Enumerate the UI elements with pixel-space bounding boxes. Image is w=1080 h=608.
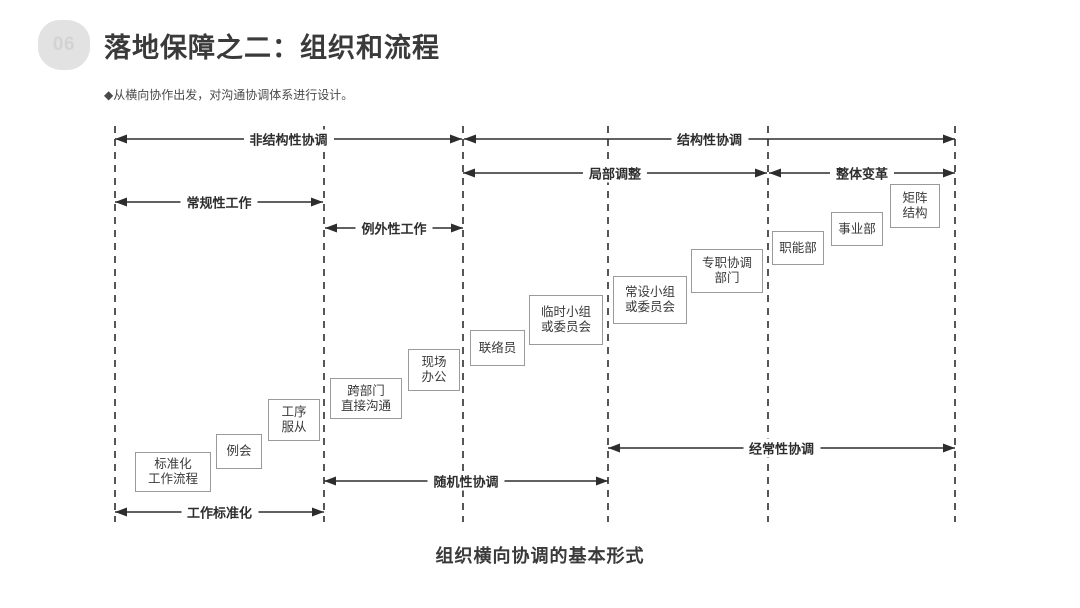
range-label: 例外性工作	[355, 218, 433, 238]
range-label: 随机性协调	[427, 471, 505, 491]
node-box: 例会	[216, 434, 262, 469]
range-label: 整体变革	[829, 163, 895, 183]
range-label: 常规性工作	[180, 192, 258, 212]
node-box: 常设小组 或委员会	[613, 276, 687, 324]
slide-number-text: 06	[52, 34, 76, 55]
range-label: 经常性协调	[742, 438, 821, 458]
node-box: 专职协调 部门	[691, 249, 763, 293]
node-box: 现场 办公	[408, 349, 460, 391]
node-box: 联络员	[470, 330, 525, 366]
node-box: 跨部门 直接沟通	[330, 378, 402, 419]
node-box: 职能部	[772, 231, 824, 265]
range-label: 结构性协调	[670, 129, 749, 149]
node-box: 矩阵 结构	[890, 184, 940, 228]
page-subtitle: ◆从横向协作出发，对沟通协调体系进行设计。	[104, 88, 354, 102]
node-box: 临时小组 或委员会	[529, 295, 603, 345]
divider-lines	[114, 126, 956, 522]
node-box: 工序 服从	[268, 399, 320, 441]
node-box: 事业部	[831, 212, 883, 246]
slide-number-badge: 06	[38, 20, 90, 70]
page-title: 落地保障之二：组织和流程	[104, 33, 440, 63]
diagram-caption: 组织横向协调的基本形式	[435, 546, 645, 566]
range-label: 局部调整	[582, 163, 648, 183]
range-label: 工作标准化	[180, 502, 259, 522]
node-box: 标准化 工作流程	[135, 452, 211, 492]
range-label: 非结构性协调	[243, 129, 334, 149]
